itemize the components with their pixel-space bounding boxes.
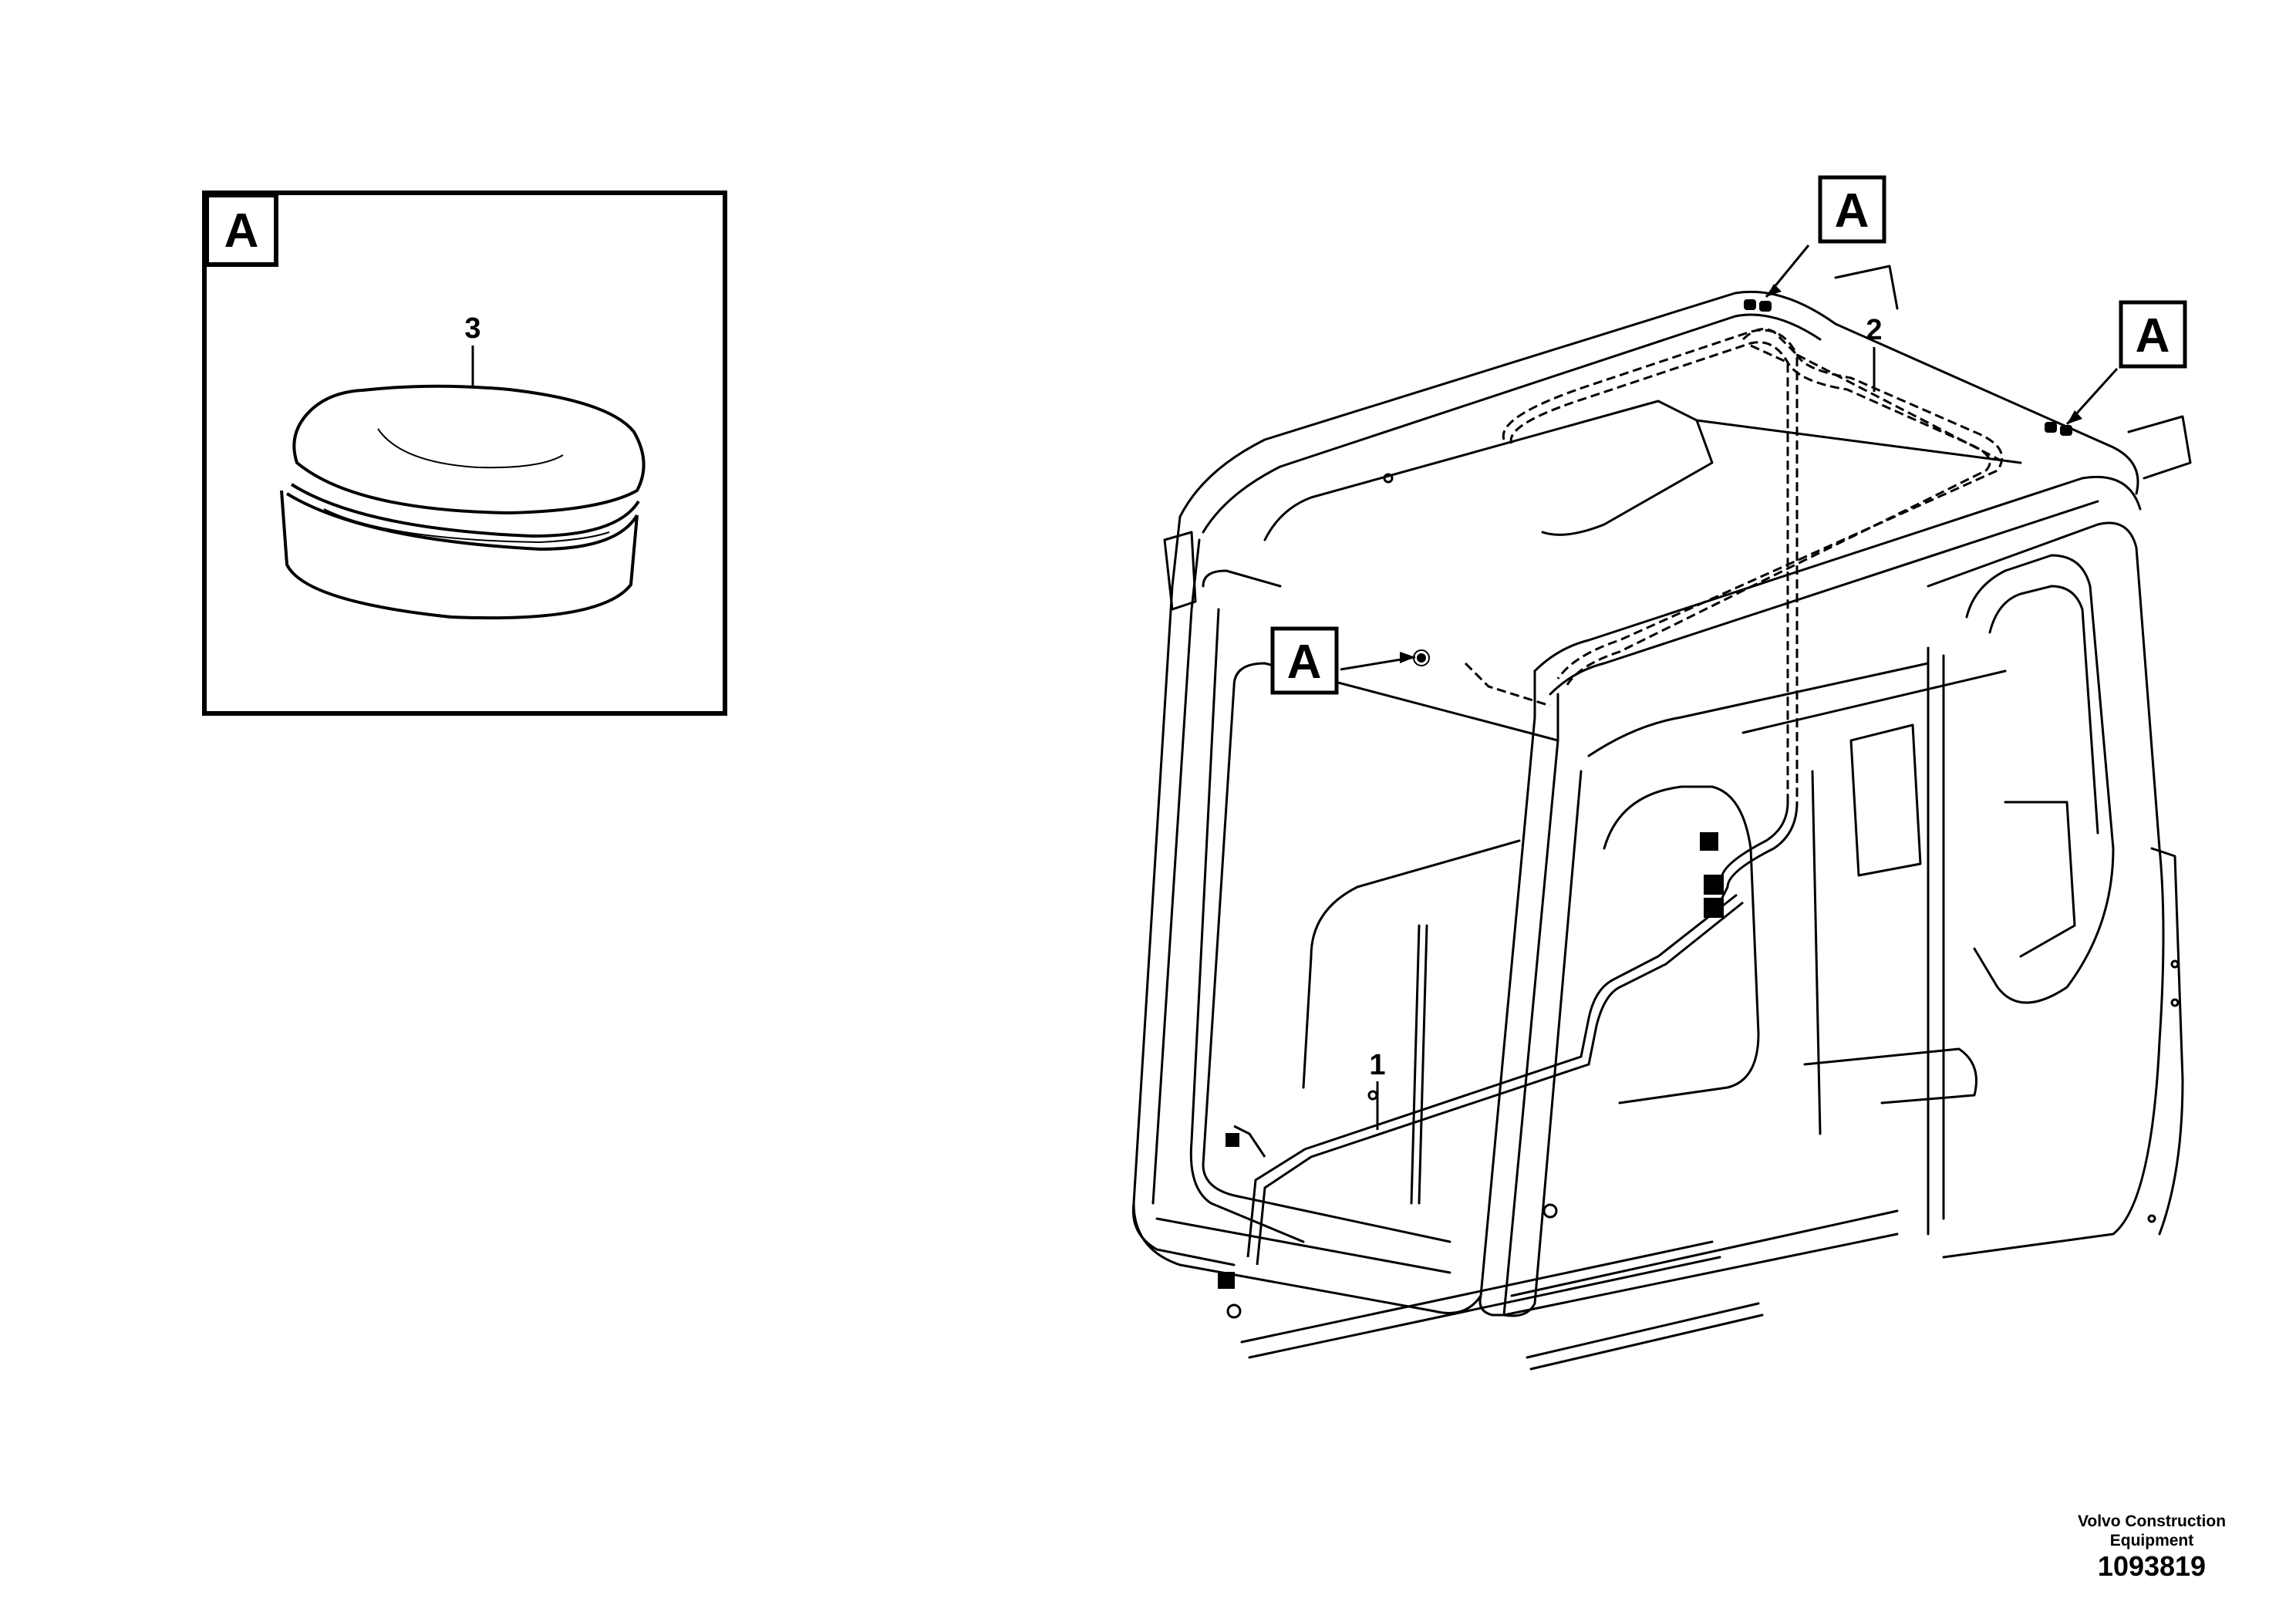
- ref-letter-left: A: [1287, 636, 1322, 689]
- ref-letter-top: A: [1835, 184, 1870, 238]
- callout-2: 2: [1866, 314, 1883, 392]
- callout-3-label: 3: [464, 312, 480, 345]
- ref-a-right: A: [2065, 300, 2187, 426]
- credit-line-1: Volvo Construction: [2077, 1512, 2227, 1530]
- callout-1: 1: [1369, 1049, 1386, 1130]
- beacon-lamp: [280, 384, 646, 620]
- callout-2-label: 2: [1866, 314, 1882, 346]
- ref-letter-right: A: [2136, 309, 2170, 363]
- part-number: 1093819: [2097, 1550, 2207, 1582]
- ref-a-left: A: [1270, 626, 1416, 695]
- detail-frame: [202, 191, 727, 716]
- credit-text: Volvo Construction Equipment: [2036, 1512, 2267, 1550]
- detail-ref-letter: A: [224, 204, 259, 258]
- callout-1-label: 1: [1369, 1049, 1385, 1081]
- detail-view-a: A 3: [202, 191, 727, 716]
- connectors: [1218, 299, 2072, 1289]
- harness-1: [1233, 801, 1799, 1266]
- cab-frame: [1131, 265, 2192, 1371]
- harness-2: [1464, 328, 2006, 802]
- detail-ref-box: [204, 193, 278, 267]
- ref-a-top: A: [1765, 175, 1886, 298]
- credit-line-2: Equipment: [2109, 1532, 2194, 1549]
